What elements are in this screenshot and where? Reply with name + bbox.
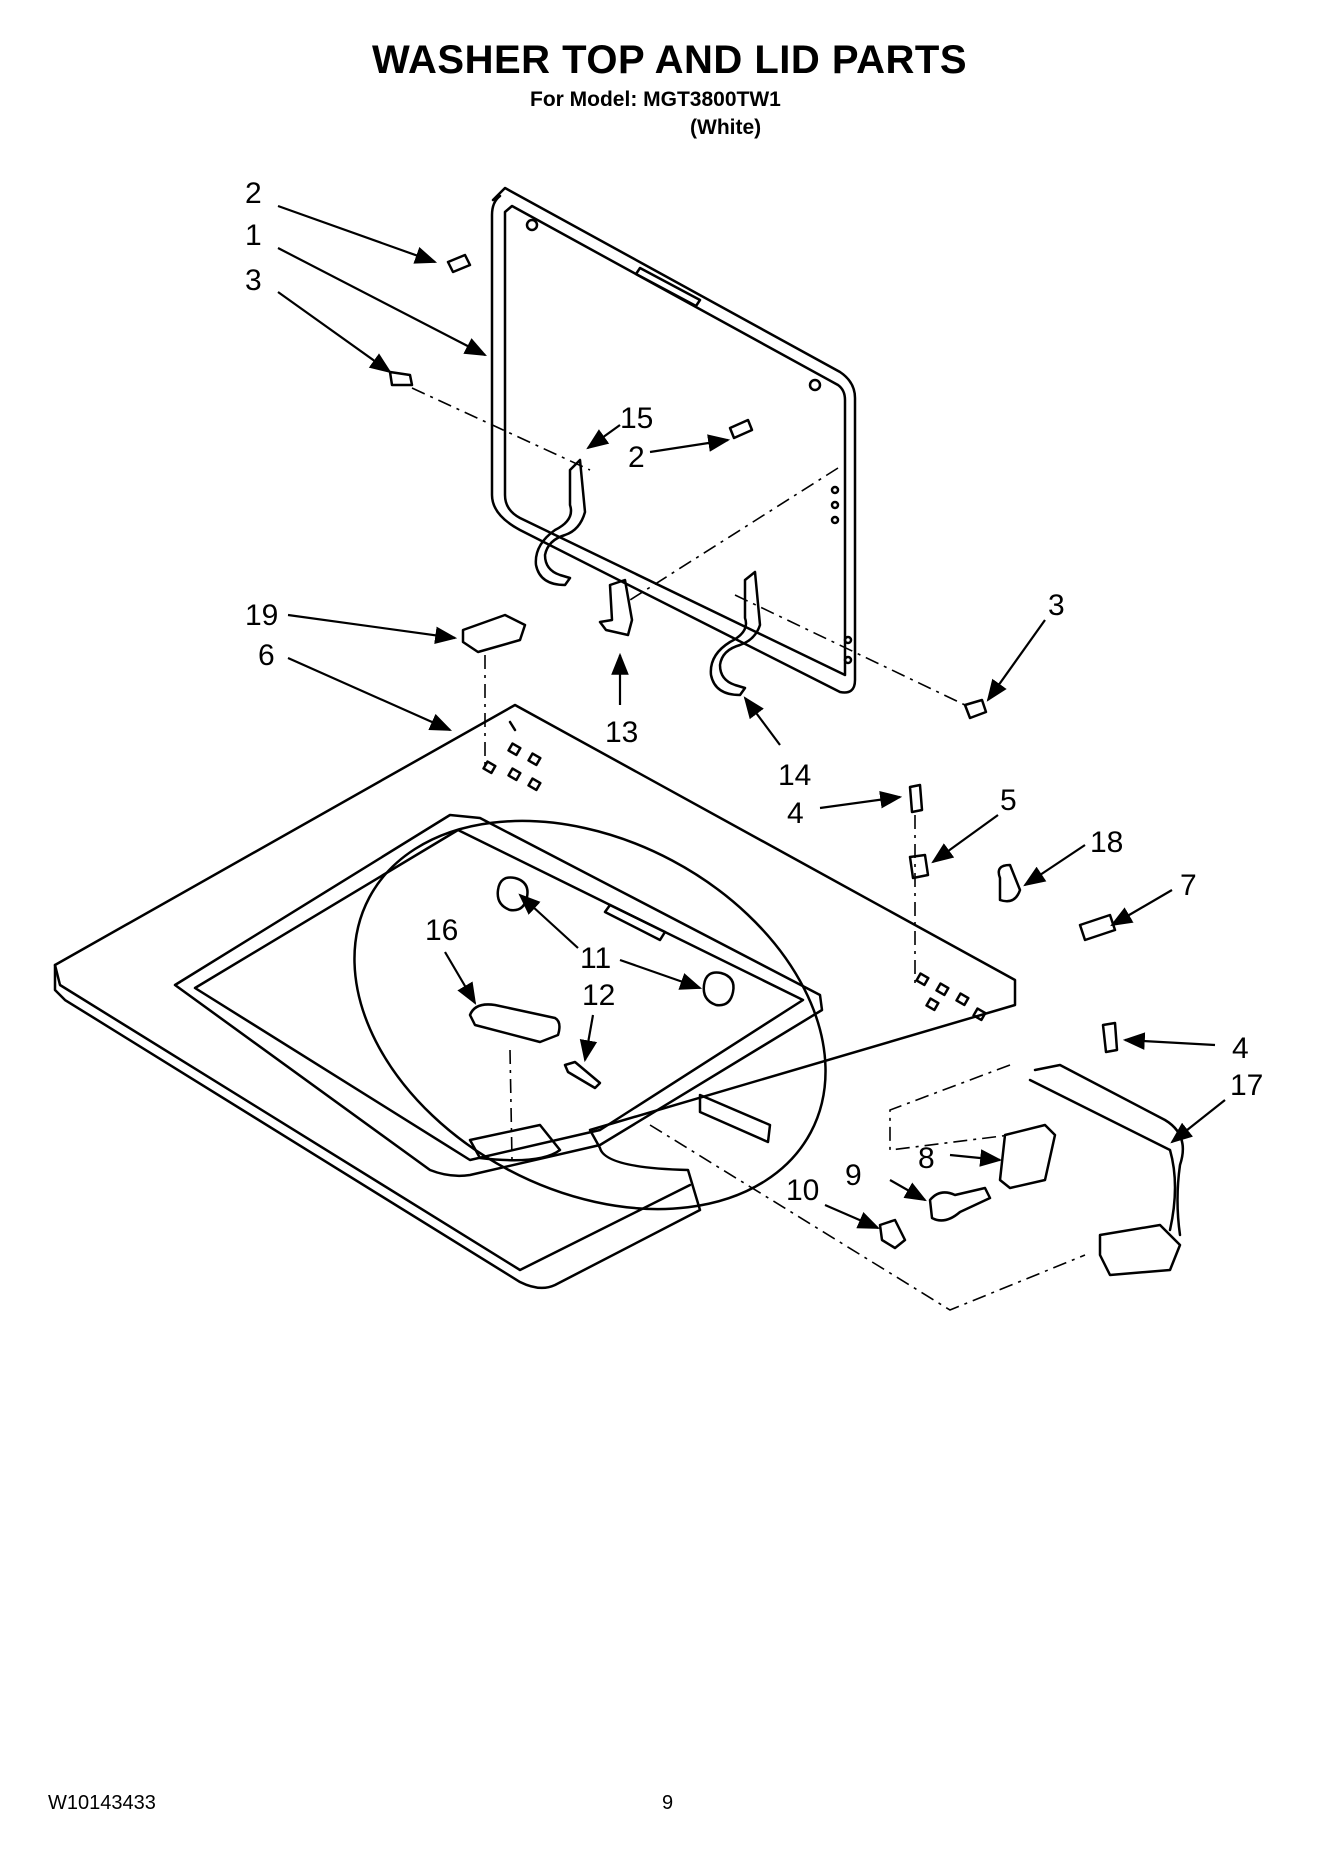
screw-4-upper (908, 783, 924, 814)
switch-bracket (878, 1218, 907, 1250)
callout-label: 6 (258, 639, 275, 672)
harness-connector (1098, 1223, 1182, 1277)
lid-switch-body (998, 1123, 1057, 1190)
screw-3-left (388, 370, 414, 387)
callout-label: 14 (778, 759, 811, 792)
clip-18 (997, 863, 1022, 903)
callout-label: 3 (245, 264, 262, 297)
callout-label: 4 (1232, 1032, 1249, 1065)
callout-label: 7 (1180, 869, 1197, 902)
lid-latch (468, 1003, 561, 1044)
page-title: WASHER TOP AND LID PARTS (371, 38, 967, 82)
callout-label: 2 (628, 441, 645, 474)
callout-label: 11 (580, 942, 611, 975)
callout-label: 9 (845, 1159, 862, 1192)
model-line: For Model: MGT3800TW1 (530, 88, 781, 111)
hinge-pin (563, 1060, 602, 1090)
callout-label: 4 (787, 797, 804, 830)
page-number: 9 (662, 1792, 674, 1814)
callout-labels: 2 1 3 15 2 19 6 13 14 3 4 5 18 7 16 11 1… (245, 177, 1263, 1207)
clip-5 (908, 853, 930, 880)
callout-label: 8 (918, 1142, 935, 1175)
callout-label: 12 (582, 979, 615, 1012)
switch-actuator (928, 1186, 992, 1222)
wire-harness (1033, 1063, 1185, 1237)
assembly-lines (411, 387, 1086, 1311)
callout-label: 19 (245, 599, 278, 632)
callout-label: 1 (245, 219, 262, 252)
screw-4-lower (1101, 1021, 1119, 1054)
callout-label: 15 (620, 402, 653, 435)
lid-bumper (598, 578, 634, 637)
hinge-right (709, 570, 762, 697)
callout-label: 13 (605, 716, 638, 749)
hinge-left (534, 458, 587, 587)
snubber-right (702, 971, 735, 1007)
callout-label: 16 (425, 914, 458, 947)
callout-label: 17 (1230, 1069, 1263, 1102)
callout-label: 2 (245, 177, 262, 210)
callout-label: 18 (1090, 826, 1123, 859)
screw-2-upper (446, 253, 472, 274)
washer-top (53, 703, 1017, 1290)
color-variant: (White) (690, 116, 762, 139)
callout-arrows (277, 204, 1226, 1230)
callout-label: 3 (1048, 589, 1065, 622)
switch-mount-19 (461, 613, 527, 654)
document-number: W10143433 (48, 1792, 156, 1814)
screw-2-lower (728, 418, 754, 440)
snubber-left (496, 876, 529, 912)
callout-label: 10 (786, 1174, 819, 1207)
callout-label: 5 (1000, 784, 1017, 817)
lid-frame (490, 186, 857, 694)
clip-7 (1078, 913, 1117, 942)
screw-3-right (963, 698, 988, 720)
